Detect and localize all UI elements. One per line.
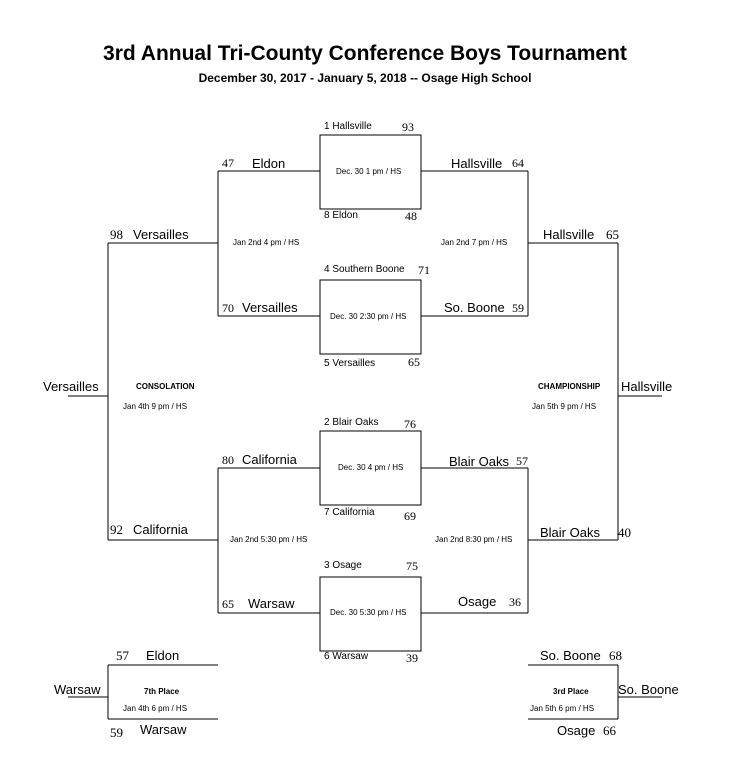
championship-team2: Blair Oaks [540, 525, 600, 540]
consolation-team2: California [133, 522, 188, 537]
game1-info: Dec. 30 1 pm / HS [336, 167, 402, 176]
third-team2: Osage [557, 723, 596, 738]
seventh-info: Jan 4th 6 pm / HS [123, 704, 188, 713]
l-semi2-info: Jan 2nd 5:30 pm / HS [230, 535, 308, 544]
l-semi2-score2: 65 [222, 597, 234, 611]
championship-label: CHAMPIONSHIP [538, 382, 601, 391]
l-semi2-team2: Warsaw [248, 596, 295, 611]
third-info: Jan 5th 6 pm / HS [530, 704, 595, 713]
consolation-score2: 92 [110, 522, 123, 537]
r-semi1-info: Jan 2nd 7 pm / HS [441, 238, 508, 247]
consolation-score1: 98 [110, 227, 123, 242]
game1-box [319, 134, 422, 210]
l-semi1-score1: 47 [222, 156, 234, 170]
l-semi1-team2: Versailles [242, 300, 298, 315]
consolation-team1: Versailles [133, 227, 189, 242]
r-semi1-team2: So. Boone [444, 300, 505, 315]
third-score2: 66 [603, 723, 616, 738]
game3-info: Dec. 30 4 pm / HS [338, 463, 404, 472]
championship-info: Jan 5th 9 pm / HS [532, 402, 597, 411]
consolation-winner: Versailles [43, 379, 99, 394]
l-semi2-team1: California [242, 452, 297, 467]
game1-top-seed: 1 Hallsville [324, 121, 372, 132]
seventh-score2: 59 [110, 725, 123, 740]
r-semi1-score1: 64 [512, 156, 524, 170]
championship-winner: Hallsville [621, 379, 673, 394]
r-semi2-score1: 57 [516, 454, 528, 468]
r-semi1-team1: Hallsville [451, 156, 503, 171]
third-team1: So. Boone [540, 648, 601, 663]
l-semi1-score2: 70 [222, 301, 234, 315]
seventh-winner: Warsaw [54, 682, 101, 697]
seventh-label: 7th Place [144, 687, 180, 696]
game1-bottom-score: 48 [405, 209, 417, 223]
game4-bottom-seed: 6 Warsaw [324, 651, 369, 662]
r-semi2-team2: Osage [458, 594, 497, 609]
third-score1: 68 [609, 648, 622, 663]
l-semi1-team1: Eldon [252, 156, 286, 171]
r-semi1-score2: 59 [512, 301, 524, 315]
game2-bottom-score: 65 [408, 355, 420, 369]
r-semi2-team1: Blair Oaks [449, 454, 509, 469]
game4-top-score: 75 [406, 559, 418, 573]
third-label: 3rd Place [553, 687, 589, 696]
l-semi2-score1: 80 [222, 453, 234, 467]
game1-top-score: 93 [402, 120, 414, 134]
tournament-title: 3rd Annual Tri-County Conference Boys To… [103, 42, 627, 65]
seventh-team1: Eldon [146, 648, 180, 663]
r-semi2-info: Jan 2nd 8:30 pm / HS [435, 535, 513, 544]
game1-bottom-seed: 8 Eldon [324, 210, 358, 221]
game4-box [319, 576, 422, 652]
game3-top-score: 76 [404, 417, 416, 431]
game4-info: Dec. 30 5:30 pm / HS [330, 608, 407, 617]
game2-bottom-seed: 5 Versailles [324, 358, 376, 369]
game2-info: Dec. 30 2:30 pm / HS [330, 312, 407, 321]
consolation-info: Jan 4th 9 pm / HS [123, 402, 188, 411]
game3-bottom-seed: 7 California [324, 507, 375, 518]
r-semi2-score2: 36 [509, 595, 521, 609]
seventh-score1: 57 [116, 648, 129, 663]
game4-bottom-score: 39 [406, 651, 418, 665]
third-winner: So. Boone [618, 682, 679, 697]
championship-team1: Hallsville [543, 227, 595, 242]
game3-top-seed: 2 Blair Oaks [324, 417, 379, 428]
championship-score2: 40 [618, 525, 631, 540]
l-semi1-info: Jan 2nd 4 pm / HS [233, 238, 300, 247]
consolation-label: CONSOLATION [136, 382, 195, 391]
game3-bottom-score: 69 [404, 509, 416, 523]
tournament-subtitle: December 30, 2017 - January 5, 2018 -- O… [198, 71, 532, 85]
game2-top-seed: 4 Southern Boone [324, 264, 405, 275]
game2-box [319, 279, 422, 355]
game2-top-score: 71 [418, 263, 430, 277]
seventh-team2: Warsaw [140, 722, 187, 737]
game4-top-seed: 3 Osage [324, 560, 362, 571]
championship-score1: 65 [606, 227, 619, 242]
